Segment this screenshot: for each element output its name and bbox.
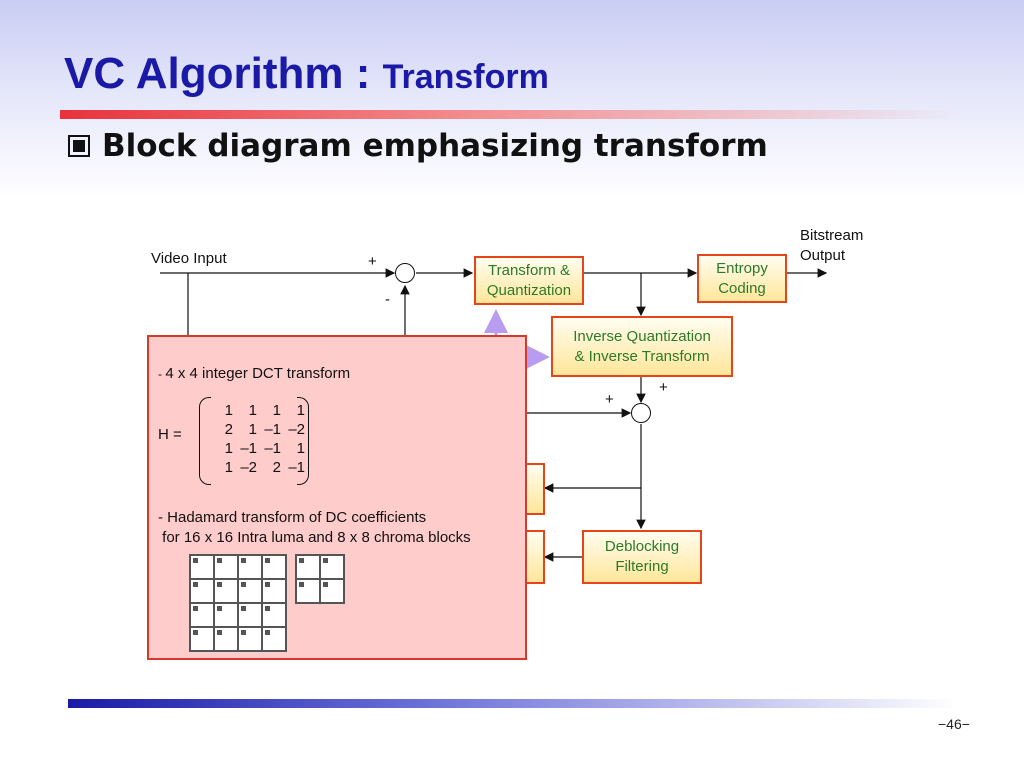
subtractor-circle [395, 263, 415, 283]
matrix-cell: 1 [272, 402, 281, 419]
page-number: −46− [938, 716, 970, 732]
dc-cell [296, 579, 320, 603]
dc-cell [190, 579, 214, 603]
bullet-row: Block diagram emphasizing transform [68, 128, 768, 164]
h-label: H = [158, 426, 182, 443]
matrix-cell: –1 [288, 459, 305, 476]
matrix-cell: 2 [272, 459, 281, 476]
matrix-cell: 1 [248, 402, 257, 419]
matrix-row-4: 1 –2 2 –1 [209, 458, 305, 477]
dc-cell [262, 579, 286, 603]
inverse-quantization-block: Inverse Quantization & Inverse Transform [551, 316, 733, 377]
dc-cell [190, 555, 214, 579]
matrix-cell: –2 [240, 459, 257, 476]
title-underline [60, 110, 960, 119]
title-main: VC Algorithm : [64, 49, 371, 98]
entropy-coding-block: Entropy Coding [697, 254, 787, 303]
dc-cell [238, 555, 262, 579]
dc-cell [190, 603, 214, 627]
hadamard-line-2: for 16 x 16 Intra luma and 8 x 8 chroma … [158, 529, 471, 546]
matrix-cell: –1 [240, 440, 257, 457]
deblocking-filtering-block: Deblocking Filtering [582, 530, 702, 584]
dc-cell [262, 603, 286, 627]
matrix-cell: 1 [224, 440, 233, 457]
matrix-cell: 1 [248, 421, 257, 438]
matrix-row-3: 1 –1 –1 1 [209, 439, 305, 458]
bitstream-output-label: Bitstream Output [800, 227, 864, 264]
adder-circle [631, 403, 651, 423]
dct-text: 4 x 4 integer DCT transform [165, 365, 351, 382]
dc-cell [262, 627, 286, 651]
matrix-cell: 1 [224, 402, 233, 419]
plus-sign-input: + [368, 253, 377, 270]
dc-cell [262, 555, 286, 579]
matrix-cell: –1 [264, 440, 281, 457]
dct-dash: - [158, 367, 166, 381]
matrix-left-bracket [199, 397, 211, 485]
chroma-block-grid [295, 554, 345, 604]
matrix-cell: 2 [224, 421, 233, 438]
transform-quantization-block: Transform & Quantization [474, 256, 584, 305]
dc-cell [214, 627, 238, 651]
dc-cell [214, 555, 238, 579]
dc-cell [238, 579, 262, 603]
dc-cell [190, 627, 214, 651]
plus-sign-prediction: + [605, 391, 614, 408]
video-input-label: Video Input [151, 250, 227, 267]
footer-bar [68, 699, 958, 708]
dc-cell [214, 603, 238, 627]
dc-cell [296, 555, 320, 579]
dc-cell [238, 627, 262, 651]
dc-cell [320, 579, 344, 603]
slide-title: VC Algorithm : Transform [64, 52, 549, 96]
dc-cell [238, 603, 262, 627]
plus-sign-residual: + [659, 379, 668, 396]
matrix-cell: 1 [296, 440, 305, 457]
bullet-text: Block diagram emphasizing transform [102, 128, 768, 164]
matrix-cell: –1 [264, 421, 281, 438]
dc-cell [214, 579, 238, 603]
dc-cell [320, 555, 344, 579]
matrix-cell: 1 [224, 459, 233, 476]
square-bullet-icon [68, 135, 90, 157]
dct-description: - 4 x 4 integer DCT transform [158, 364, 350, 384]
title-sub: Transform [382, 58, 549, 96]
matrix-cell: 1 [296, 402, 305, 419]
matrix-cell: –2 [288, 421, 305, 438]
luma-block-grid [189, 554, 287, 652]
hadamard-line-1: - Hadamard transform of DC coefficients [158, 509, 427, 526]
minus-sign-prediction: - [385, 291, 390, 308]
